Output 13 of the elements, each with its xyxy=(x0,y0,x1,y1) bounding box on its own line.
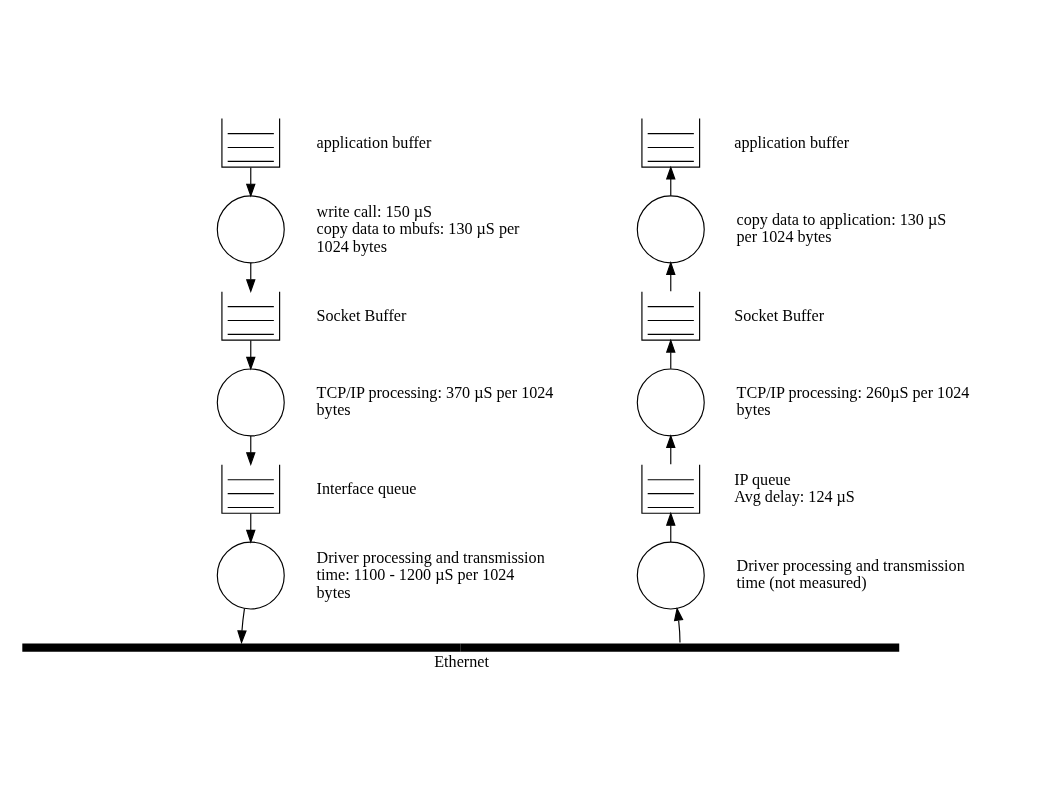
node-label: Socket Buffer xyxy=(734,306,825,324)
node-label: Driver processing and transmission time: 1100 - 1200 µS per 1024 bytes xyxy=(316,548,545,601)
node-label: IP queue xyxy=(734,470,791,488)
node-label: TCP/IP processing: 370 µS per 1024 bytes xyxy=(316,383,554,418)
node-label: Interface queue xyxy=(316,479,417,497)
node-label: Ethernet xyxy=(434,652,489,670)
node-label: Driver processing and transmission time (not measured) xyxy=(736,556,965,591)
node-label: Socket Buffer xyxy=(316,306,407,324)
node-label: copy data to application: 130 µS per 1024 bytes xyxy=(736,210,947,245)
node-label: write call: 150 µS xyxy=(316,202,433,220)
node-label: application buffer xyxy=(734,133,850,151)
node-label: application buffer xyxy=(316,133,432,151)
node-label: TCP/IP processing: 260µS per 1024 bytes xyxy=(736,383,970,418)
